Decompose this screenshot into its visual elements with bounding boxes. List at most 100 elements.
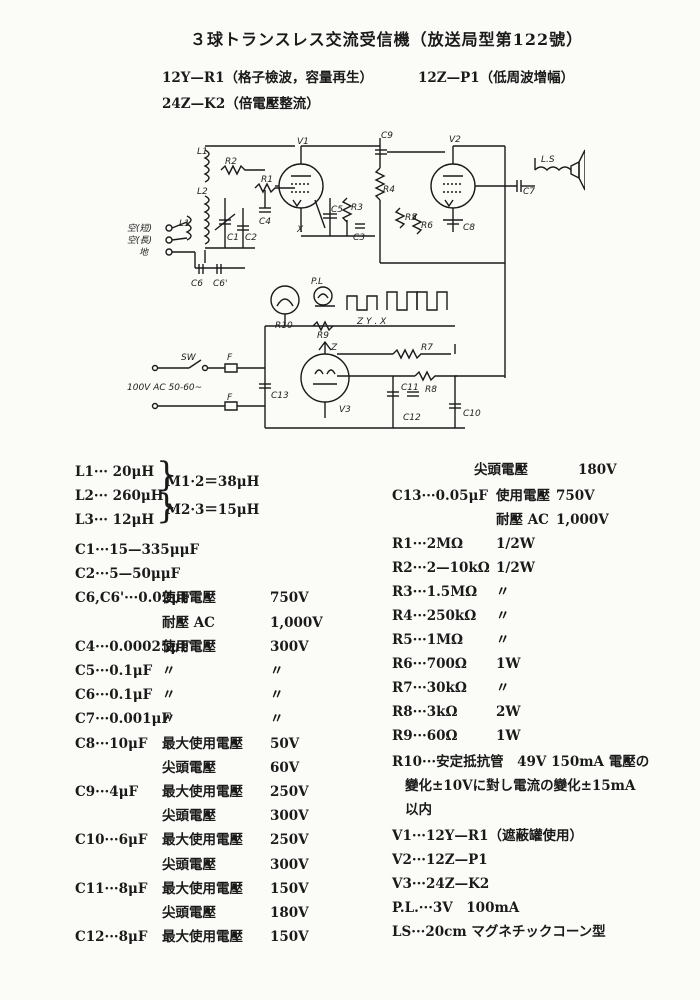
- label-r5: R5: [405, 213, 417, 223]
- tube-v3: [301, 342, 349, 418]
- label-ground: 地: [139, 247, 149, 258]
- right-col-b-2: 1/2W: [496, 536, 535, 552]
- left-col-b-7: 〃: [162, 711, 176, 728]
- left-col-c-9: 60V: [270, 759, 300, 776]
- right-col-c-1: 1,000V: [556, 512, 609, 528]
- r10-line3: 以内: [405, 802, 432, 818]
- interstage: [301, 138, 505, 263]
- left-col-a-10: C9···4μF: [75, 784, 139, 800]
- tuning-capacitors: [205, 198, 255, 248]
- left-col-b-13: 尖頭電壓: [162, 856, 216, 873]
- label-r8: R8: [425, 385, 437, 395]
- right-col-b-9: 2W: [496, 704, 521, 720]
- left-col-c-6: 〃: [270, 687, 284, 704]
- right-col-b-0: 使用電壓: [496, 488, 550, 504]
- right-col-a-0: C13···0.05μF: [392, 488, 488, 504]
- mutual-m23: M2·3＝15μH: [166, 502, 260, 518]
- right-col-a-4: R3···1.5MΩ: [392, 584, 478, 600]
- left-col-b-10: 最大使用電壓: [162, 784, 243, 800]
- tube-line-second: 24Z—K2（倍電壓整流）: [162, 96, 320, 112]
- label-c13: C13: [271, 391, 289, 401]
- tube-line-right: 12Z—P1（低周波增幅）: [418, 70, 575, 86]
- label-r6: R6: [421, 221, 433, 231]
- label-c8: C8: [463, 223, 475, 233]
- circuit-schematic: L1 L2 L1 空(短) 空(長) 地 C6 C6' C1 C2 R2 R1 …: [127, 131, 585, 438]
- label-c6p: C6': [213, 279, 227, 289]
- right-col-a-3: R2···2—10kΩ: [392, 560, 490, 576]
- left-col-b-11: 尖頭電壓: [162, 808, 216, 825]
- right-col-a-9: R8···3kΩ: [392, 704, 458, 720]
- tube-v1: [275, 146, 325, 232]
- right-col-b-5: 〃: [496, 608, 510, 624]
- left-col-c-15: 180V: [270, 905, 309, 921]
- left-col-a-7: C7···0.001μF: [75, 711, 171, 728]
- left-col-c-7: 〃: [270, 711, 284, 728]
- tube-part-1: V2···12Z—P1: [392, 852, 488, 868]
- left-col-b-9: 尖頭電壓: [162, 759, 216, 776]
- label-c3: C3: [353, 233, 365, 243]
- label-sw: SW: [181, 353, 197, 363]
- heater-chain: [265, 286, 455, 330]
- tube-part-2: V3···24Z—K2: [392, 876, 490, 892]
- tube-part-4: LS···20cm マグネチックコーン型: [392, 924, 606, 940]
- label-l1-top: L1: [197, 147, 208, 157]
- inductor-l3: L3··· 12μH: [75, 512, 155, 528]
- left-col-b-15: 尖頭電壓: [162, 905, 216, 921]
- right-col-b-10: 1W: [496, 728, 521, 744]
- right-col-b-8: 〃: [496, 680, 510, 696]
- left-col-b-12: 最大使用電壓: [162, 832, 243, 849]
- left-col-c-2: 750V: [270, 590, 309, 607]
- label-f1: F: [227, 353, 233, 363]
- label-z: Z: [330, 343, 338, 353]
- label-c1: C1: [227, 233, 239, 243]
- left-col-c-11: 300V: [270, 808, 309, 825]
- tube-part-3: P.L.···3V 100mA: [392, 900, 520, 916]
- left-col-b-2: 使用電壓: [162, 590, 216, 607]
- ac-input: [153, 326, 272, 428]
- left-col-c-10: 250V: [270, 784, 309, 800]
- label-v1: V1: [297, 137, 309, 147]
- left-col-c-5: 〃: [270, 663, 284, 679]
- left-col-a-4: C4···0.00025μF: [75, 638, 190, 655]
- label-ant-short: 空(短): [127, 223, 152, 234]
- label-r2: R2: [225, 157, 237, 167]
- left-col-b-14: 最大使用電壓: [162, 880, 243, 897]
- label-ls: L.S: [541, 155, 555, 165]
- right-top-value: 180V: [578, 462, 617, 478]
- label-pl: P.L: [311, 277, 323, 287]
- left-col-c-4: 300V: [270, 638, 309, 655]
- label-ant-long: 空(長): [127, 235, 152, 246]
- left-col-c-12: 250V: [270, 832, 309, 849]
- right-col-c-0: 750V: [556, 488, 595, 504]
- label-c4: C4: [259, 217, 271, 227]
- right-col-a-7: R6···700Ω: [392, 656, 467, 672]
- right-col-a-2: R1···2MΩ: [392, 536, 464, 552]
- left-col-c-16: 150V: [270, 929, 309, 946]
- left-col-a-6: C6···0.1μF: [75, 687, 153, 704]
- left-col-c-14: 150V: [270, 880, 309, 897]
- right-col-b-6: 〃: [496, 632, 510, 648]
- antenna-coils: [187, 146, 295, 263]
- label-zyx: Z Y . X: [356, 317, 387, 327]
- grid-leak: [221, 166, 295, 212]
- left-col-a-2: C6,C6'···0.02μF: [75, 590, 191, 607]
- label-l1: L1: [179, 219, 190, 229]
- label-c7: C7: [523, 187, 535, 197]
- r10-line2: 變化±10Vに對し電流の變化±15mA: [405, 778, 636, 794]
- label-r4: R4: [383, 185, 395, 195]
- power-filter: [265, 344, 505, 428]
- right-col-a-8: R7···30kΩ: [392, 680, 467, 696]
- label-l2: L2: [197, 187, 208, 197]
- label-v3: V3: [339, 405, 351, 415]
- brace-m12: }: [156, 455, 178, 495]
- left-col-a-16: C12···8μF: [75, 929, 148, 946]
- label-r3: R3: [351, 203, 363, 213]
- label-x1: X: [296, 225, 304, 235]
- label-c5: C5: [331, 205, 343, 215]
- left-col-b-3: 耐壓 AC: [162, 614, 215, 631]
- label-f2: F: [227, 393, 233, 403]
- r10-line1: R10···安定抵抗管 49V 150mA 電壓の: [392, 754, 650, 770]
- right-col-b-1: 耐壓 AC: [496, 512, 549, 528]
- right-top-label: 尖頭電壓: [474, 462, 528, 478]
- tube-line-left: 12Y—R1（格子檢波，容量再生）: [162, 70, 374, 86]
